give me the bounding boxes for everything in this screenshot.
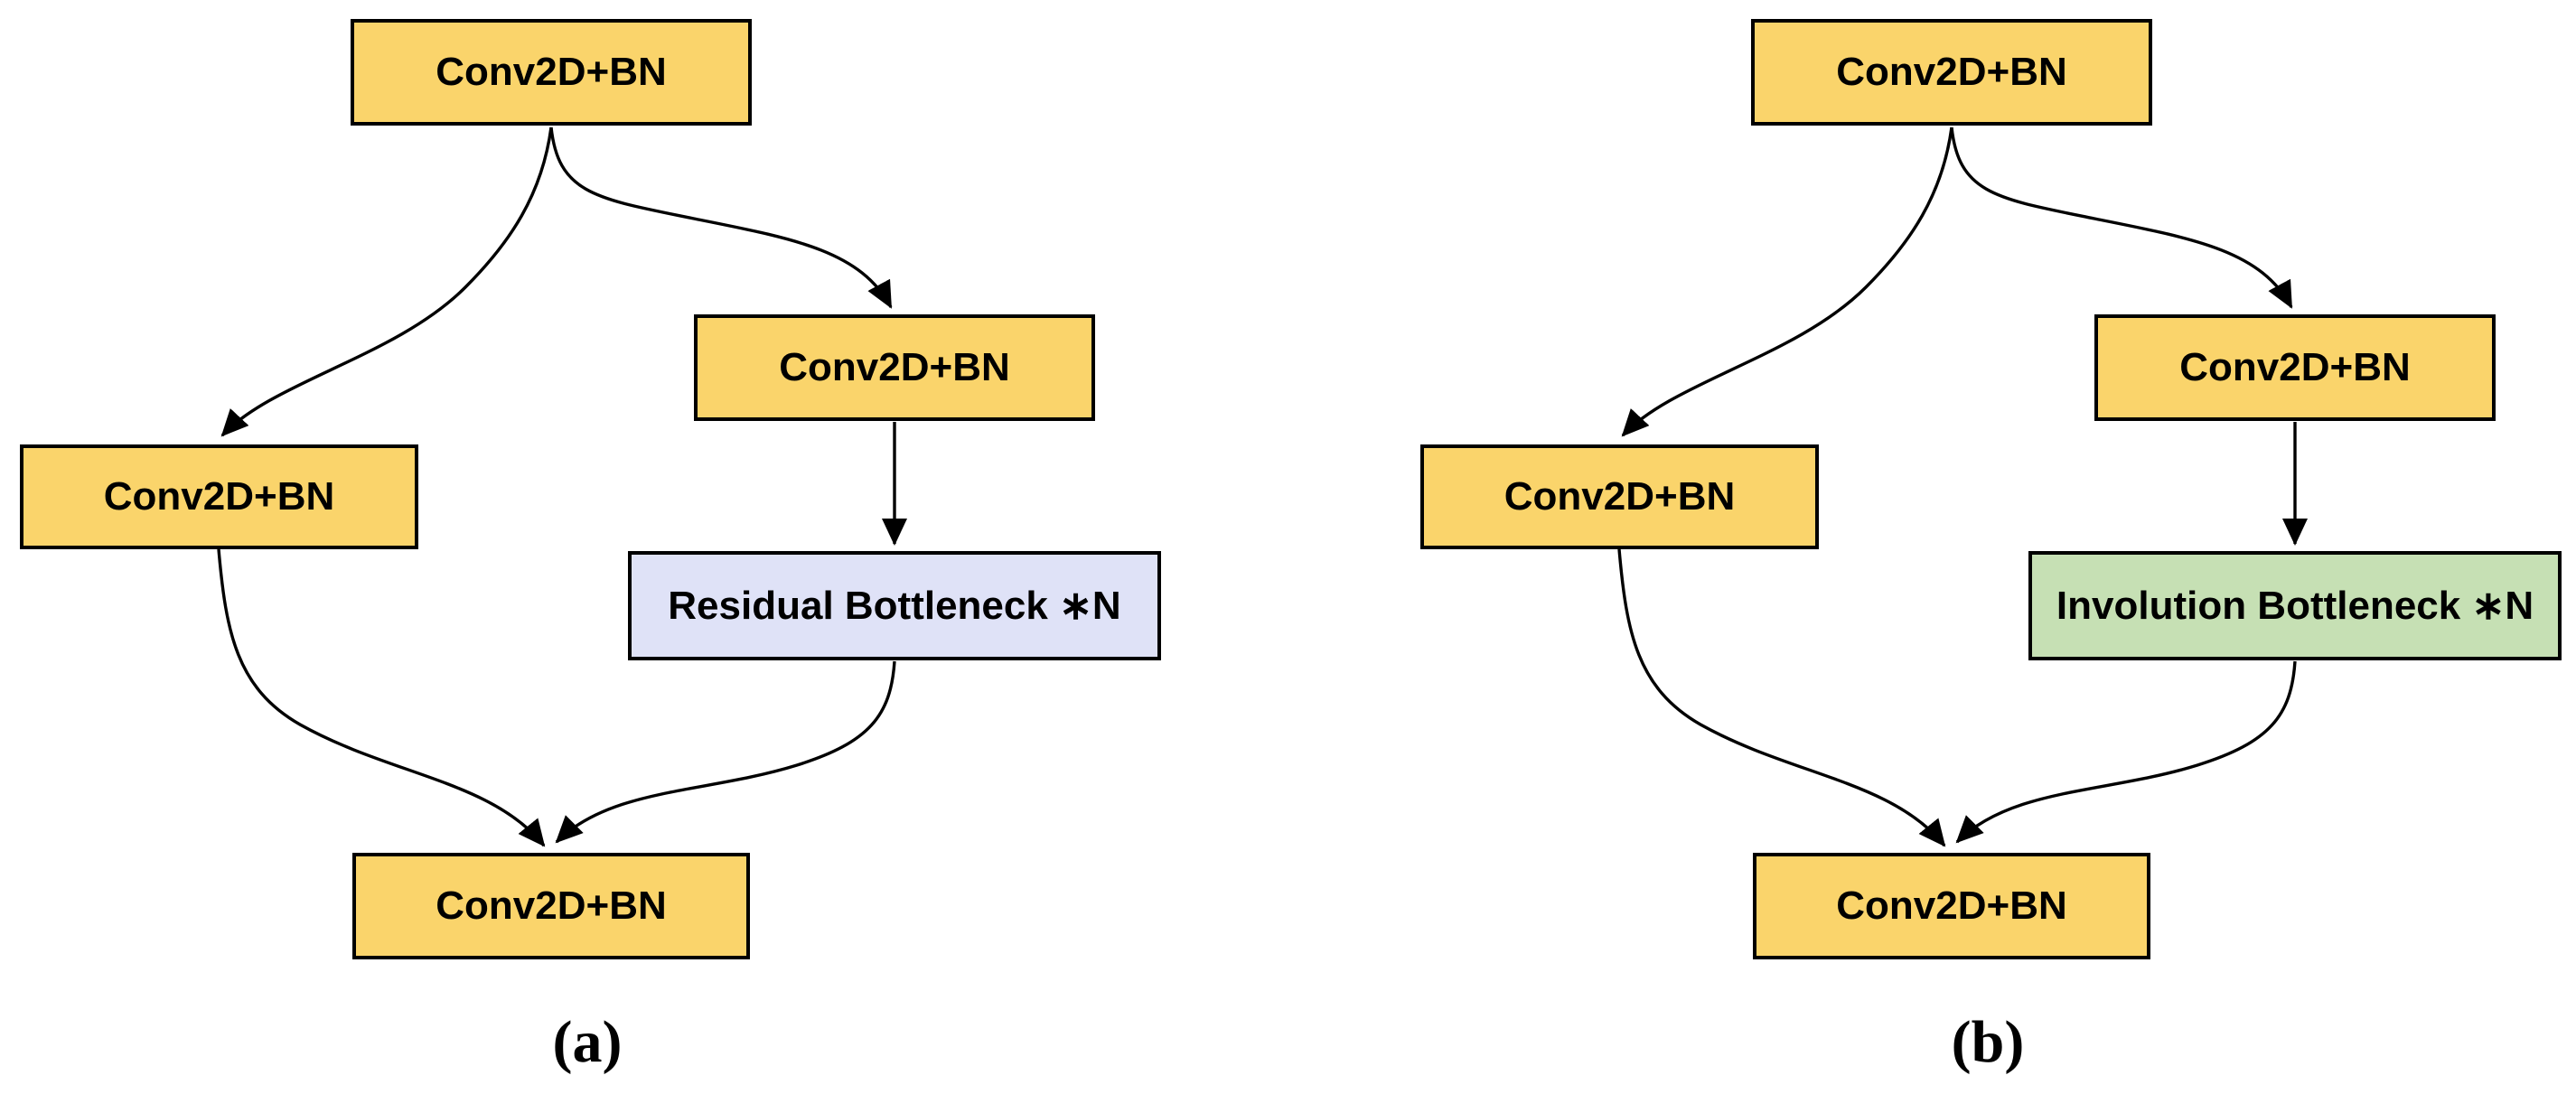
node-conv-top: Conv2D+BN <box>1751 19 2152 126</box>
edge-top-to-right-arrow <box>1950 126 2293 309</box>
node-label: Conv2D+BN <box>779 345 1010 389</box>
panel-b-caption: (b) <box>1951 1009 2025 1075</box>
node-label: Residual Bottleneck ∗N <box>668 584 1121 628</box>
node-label: Involution Bottleneck ∗N <box>2056 584 2534 628</box>
node-conv-bottom: Conv2D+BN <box>1753 853 2150 959</box>
node-label: Conv2D+BN <box>1503 474 1736 519</box>
node-label: Conv2D+BN <box>1836 50 2067 94</box>
node-conv-right: Conv2D+BN <box>2094 314 2496 421</box>
node-conv-top: Conv2D+BN <box>351 19 752 126</box>
node-conv-bottom: Conv2D+BN <box>352 853 750 959</box>
edge-layer-b <box>1617 126 2308 847</box>
panel-b: Conv2D+BN Conv2D+BN Conv2D+BN Involution… <box>1400 0 2576 1094</box>
node-label: Conv2D+BN <box>436 50 667 94</box>
edge-top-to-right-arrow <box>549 126 893 309</box>
node-label: Conv2D+BN <box>103 474 335 519</box>
edge-top-to-left-arrow <box>220 126 553 437</box>
panel-a-caption: (a) <box>552 1009 623 1075</box>
edge-bottleneck-to-bottom-arrow <box>555 660 896 844</box>
node-label: Conv2D+BN <box>2179 345 2411 389</box>
panel-a: Conv2D+BN Conv2D+BN Conv2D+BN Residual B… <box>20 19 1161 1075</box>
edge-bottleneck-to-bottom-arrow <box>1955 660 2297 844</box>
node-label: Conv2D+BN <box>436 884 667 928</box>
node-conv-left: Conv2D+BN <box>1420 444 1819 549</box>
node-involution-bottleneck: Involution Bottleneck ∗N <box>2028 551 2562 660</box>
node-conv-right: Conv2D+BN <box>694 314 1095 421</box>
node-label: Conv2D+BN <box>1836 884 2067 928</box>
node-conv-left: Conv2D+BN <box>20 444 418 549</box>
edge-left-to-bottom-arrow <box>1617 548 1946 847</box>
node-residual-bottleneck: Residual Bottleneck ∗N <box>628 551 1161 660</box>
edge-layer-a <box>217 126 907 847</box>
edge-top-to-left-arrow <box>1621 126 1953 437</box>
edge-left-to-bottom-arrow <box>217 548 546 847</box>
